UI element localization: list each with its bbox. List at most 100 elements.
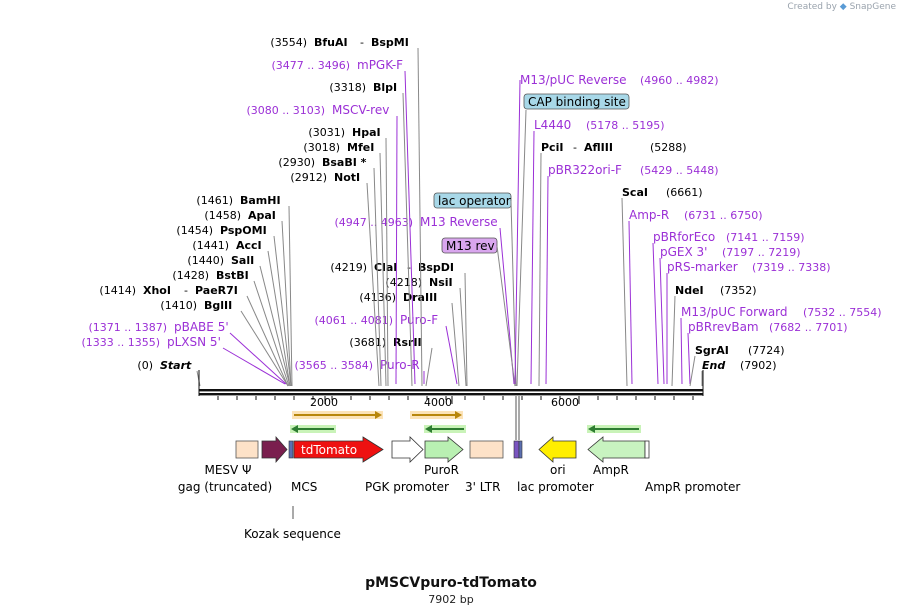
svg-text:M13 Reverse: M13 Reverse bbox=[420, 215, 498, 229]
site-label-pbrforeco: pBRforEco (7141 .. 7159) bbox=[653, 230, 805, 244]
svg-text:M13/pUC Forward: M13/pUC Forward bbox=[681, 305, 788, 319]
ruler-bottom-strand bbox=[199, 393, 703, 396]
svg-text:(0): (0) bbox=[137, 359, 153, 372]
svg-text:(4061 .. 4081): (4061 .. 4081) bbox=[314, 314, 393, 327]
svg-text:(7724): (7724) bbox=[748, 344, 785, 357]
svg-text:BamHI: BamHI bbox=[240, 194, 281, 207]
label-ori: ori bbox=[550, 463, 566, 477]
svg-text:(2912): (2912) bbox=[290, 171, 327, 184]
feature-3-ltr bbox=[469, 440, 504, 459]
site-label-l4440: L4440 (5178 .. 5195) bbox=[534, 118, 665, 132]
svg-text:(1440): (1440) bbox=[187, 254, 224, 267]
svg-text:(1414): (1414) bbox=[99, 284, 136, 297]
svg-text:(4960 .. 4982): (4960 .. 4982) bbox=[640, 74, 719, 87]
site-label-nsii: (4218) NsiI bbox=[385, 276, 452, 289]
svg-text:PciI: PciI bbox=[541, 141, 563, 154]
svg-text:(7319 .. 7338): (7319 .. 7338) bbox=[752, 261, 831, 274]
svg-text:(3031): (3031) bbox=[308, 126, 345, 139]
svg-text:ApaI: ApaI bbox=[248, 209, 276, 222]
svg-text:pBABE 5': pBABE 5' bbox=[174, 320, 229, 334]
svg-text:(7532 .. 7554): (7532 .. 7554) bbox=[803, 306, 882, 319]
svg-text:(7197 .. 7219): (7197 .. 7219) bbox=[722, 246, 801, 259]
credit-prefix: Created by bbox=[787, 2, 837, 12]
svg-text:CAP binding site: CAP binding site bbox=[528, 95, 626, 109]
svg-text:ScaI: ScaI bbox=[622, 186, 648, 199]
svg-text:AflIII: AflIII bbox=[584, 141, 613, 154]
site-label-m13-puc-forward: M13/pUC Forward (7532 .. 7554) bbox=[681, 305, 882, 319]
feature-track: tdTomato bbox=[235, 435, 650, 464]
site-label-bfuai: (3554) BfuAI - BspMI bbox=[270, 36, 408, 49]
feature-pgk-promoter bbox=[391, 436, 424, 463]
cap-binding-site-label: CAP binding site bbox=[523, 93, 630, 110]
site-label-scai: ScaI (6661) bbox=[622, 186, 703, 199]
svg-text:(7352): (7352) bbox=[720, 284, 757, 297]
plasmid-name: pMSCVpuro-tdTomato bbox=[365, 575, 537, 591]
site-label-clai: (4219) ClaI - BspDI bbox=[330, 261, 454, 274]
feature-ampr-promoter bbox=[644, 440, 650, 459]
svg-text:pGEX 3': pGEX 3' bbox=[660, 245, 707, 259]
svg-text:(4947 .. 4963): (4947 .. 4963) bbox=[334, 216, 413, 229]
svg-text:MSCV-rev: MSCV-rev bbox=[332, 103, 389, 117]
svg-text:(1441): (1441) bbox=[192, 239, 229, 252]
site-label-plxsn-5: (1333 .. 1355) pLXSN 5' bbox=[81, 335, 220, 349]
site-label-apai: (1458) ApaI bbox=[204, 209, 275, 222]
site-label-pbrrevbam: pBRrevBam (7682 .. 7701) bbox=[688, 320, 848, 334]
ruler-top-strand bbox=[199, 389, 703, 392]
svg-text:pBRrevBam: pBRrevBam bbox=[688, 320, 759, 334]
feature-kozak-sequence bbox=[261, 435, 288, 464]
site-label-amp-r: Amp-R (6731 .. 6750) bbox=[629, 208, 763, 222]
site-label-start: (0) Start bbox=[137, 359, 192, 372]
svg-text:NdeI: NdeI bbox=[675, 284, 704, 297]
site-label-bglii: (1410) BglII bbox=[160, 299, 232, 312]
svg-text:BsaBI *: BsaBI * bbox=[322, 156, 367, 169]
svg-text:NsiI: NsiI bbox=[429, 276, 453, 289]
feature-ampr bbox=[587, 436, 646, 463]
svg-text:BlpI: BlpI bbox=[373, 81, 397, 94]
svg-text:SgrAI: SgrAI bbox=[695, 344, 729, 357]
site-label-mfei: (3018) MfeI bbox=[303, 141, 374, 154]
label-pgk-promoter: PGK promoter bbox=[365, 480, 449, 494]
svg-text:-: - bbox=[184, 284, 188, 297]
svg-text:pBR322ori-F: pBR322ori-F bbox=[548, 163, 622, 177]
svg-text:(7902): (7902) bbox=[740, 359, 777, 372]
site-label-pcii: PciI - AflIII (5288) bbox=[541, 141, 687, 154]
feature-puror bbox=[424, 436, 464, 463]
site-label-hpai: (3031) HpaI bbox=[308, 126, 380, 139]
plasmid-length: 7902 bp bbox=[428, 593, 474, 606]
svg-text:(4219): (4219) bbox=[330, 261, 367, 274]
feature-ori bbox=[538, 436, 577, 463]
svg-text:(3681): (3681) bbox=[349, 336, 386, 349]
svg-text:(1333 .. 1355): (1333 .. 1355) bbox=[81, 336, 160, 349]
svg-text:AccI: AccI bbox=[236, 239, 262, 252]
site-label-bamhi: (1461) BamHI bbox=[196, 194, 280, 207]
svg-text:-: - bbox=[360, 36, 364, 49]
svg-text:PaeR7I: PaeR7I bbox=[195, 284, 238, 297]
lac-operator-label: lac operator bbox=[433, 192, 512, 209]
site-label-puro-r: (3565 .. 3584) Puro-R bbox=[294, 358, 419, 372]
feature-labels: MESV Ψ gag (truncated) MCS Kozak sequenc… bbox=[178, 463, 741, 541]
svg-text:BglII: BglII bbox=[204, 299, 232, 312]
svg-text:(5288): (5288) bbox=[650, 141, 687, 154]
svg-text:L4440: L4440 bbox=[534, 118, 571, 132]
label-ampr-promoter: AmpR promoter bbox=[645, 480, 740, 494]
app-credit: Created by ◆ SnapGene bbox=[787, 2, 896, 12]
feature-mcs bbox=[288, 440, 294, 459]
svg-text:(3565 .. 3584): (3565 .. 3584) bbox=[294, 359, 373, 372]
svg-text:M13/pUC Reverse: M13/pUC Reverse bbox=[520, 73, 627, 87]
svg-text:(3080 .. 3103): (3080 .. 3103) bbox=[246, 104, 325, 117]
site-label-sali: (1440) SalI bbox=[187, 254, 254, 267]
svg-text:(1428): (1428) bbox=[172, 269, 209, 282]
svg-text:NotI: NotI bbox=[334, 171, 360, 184]
svg-text:BspDI: BspDI bbox=[418, 261, 454, 274]
svg-text:SalI: SalI bbox=[231, 254, 254, 267]
label-mesv-psi: MESV Ψ bbox=[204, 463, 251, 477]
site-label-pbr322ori-f: pBR322ori-F (5429 .. 5448) bbox=[548, 163, 719, 177]
svg-text:BfuAI: BfuAI bbox=[314, 36, 348, 49]
svg-text:(7682 .. 7701): (7682 .. 7701) bbox=[769, 321, 848, 334]
label-gag-truncated: gag (truncated) bbox=[178, 480, 272, 494]
svg-text:Puro-F: Puro-F bbox=[400, 313, 438, 327]
svg-text:(3318): (3318) bbox=[329, 81, 366, 94]
svg-text:pRS-marker: pRS-marker bbox=[667, 260, 738, 274]
svg-text:(5429 .. 5448): (5429 .. 5448) bbox=[640, 164, 719, 177]
